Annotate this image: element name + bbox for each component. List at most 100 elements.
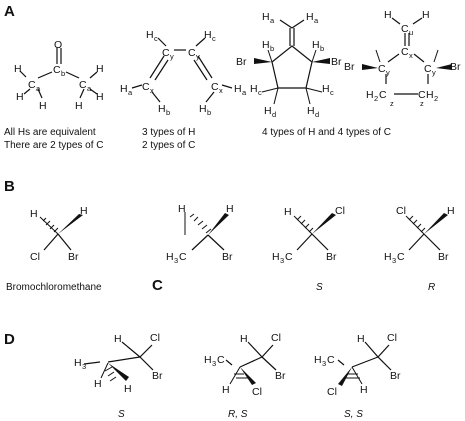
d-molecule-1: H Cl Br H 3 H H xyxy=(74,332,163,395)
d1-methyl-h: H xyxy=(74,357,82,369)
acetone-structure: O C b C a C a H H H H H H xyxy=(14,39,104,112)
butadiene-sub-x-left: x xyxy=(150,86,154,95)
acetone-h4: H xyxy=(96,63,104,75)
butadiene-sub-y-left: y xyxy=(170,52,174,61)
butadiene-sub-c-left: c xyxy=(154,34,158,43)
d2-h-top: H xyxy=(240,333,248,345)
d2-cl-bottom: Cl xyxy=(252,386,262,398)
butadiene-h-a-right: H xyxy=(234,83,242,95)
c1-h-left: H xyxy=(178,203,186,215)
cyclopentane-br-left: Br xyxy=(236,56,247,68)
c2-methyl-h: H xyxy=(272,251,280,263)
d2-methyl-h: H xyxy=(204,354,212,366)
panel-label-b: B xyxy=(4,178,15,195)
cyclopentane-h-structure: H a H a H b H b Br Br H c H c H d H d xyxy=(236,11,342,119)
acetone-methyl-carbon-left: C xyxy=(28,79,36,91)
c3-config-label: R xyxy=(428,282,435,293)
d3-methyl-h: H xyxy=(314,354,322,366)
cyclopentane-h-a-left: H xyxy=(262,11,270,23)
butadiene-h-c-left: H xyxy=(146,29,154,41)
butadiene-caption-2: 2 types of C xyxy=(142,140,195,151)
d-molecule-2: H Cl Br H 3 C H Cl xyxy=(204,332,286,398)
c3-br: Br xyxy=(438,251,449,263)
d2-br: Br xyxy=(275,370,286,382)
d3-config-label: S, S xyxy=(344,409,363,420)
panel-label-c: C xyxy=(152,277,163,294)
cyclo-br-right: Br xyxy=(450,61,461,73)
c3-cl: Cl xyxy=(396,205,406,217)
d3-h-bottom: H xyxy=(360,384,368,396)
butadiene-carbon-x-left: C xyxy=(142,81,150,93)
bromochloromethane-structure: H H Cl Br xyxy=(30,205,88,263)
cyclo-carbon-z-left: C xyxy=(379,89,387,101)
cyclopentane-sub-a-left: a xyxy=(270,16,275,25)
cyclopentane-h-b-left: H xyxy=(262,39,270,51)
cyclo-carbon-z-right: C xyxy=(418,89,426,101)
c1-methyl-h: H xyxy=(166,251,174,263)
acetone-h2: H xyxy=(16,91,24,103)
cyclo-ch2-2-left: 2 xyxy=(374,94,378,103)
acetone-sub-a-left: a xyxy=(36,84,41,93)
c2-config-label: S xyxy=(316,282,323,293)
c1-methyl-c: C xyxy=(179,251,187,263)
d1-h-bottom-left: H xyxy=(94,378,102,390)
cyclo-ch2-h-right: H xyxy=(426,89,434,101)
d2-methyl-3: 3 xyxy=(212,359,216,368)
acetone-sub-b: b xyxy=(61,69,65,78)
cyclo-sub-z-left: z xyxy=(390,99,394,108)
bcm-name: Bromochloromethane xyxy=(6,282,102,293)
cyclopentane-h-c-right: H xyxy=(322,83,330,95)
butadiene-sub-b-right: b xyxy=(207,108,211,117)
c2-cl: Cl xyxy=(335,205,345,217)
butadiene-h-c-right: H xyxy=(204,29,212,41)
acetone-h6: H xyxy=(75,100,83,112)
butadiene-h-a-left: H xyxy=(120,83,128,95)
cyclo-sub-u: u xyxy=(409,28,413,37)
cyclo-sub-y-right: y xyxy=(432,68,436,77)
cyclo-ch2-h-left: H xyxy=(366,89,374,101)
cyclo-carbon-y-left: C xyxy=(378,63,386,75)
cyclo-methylene-h-left: H xyxy=(384,9,392,21)
butadiene-sub-x-right: x xyxy=(219,86,223,95)
c2-methyl-c: C xyxy=(285,251,293,263)
cyclopentane-h-b-right: H xyxy=(312,39,320,51)
cyclo-carbon-u: C xyxy=(401,23,409,35)
bcm-h-left: H xyxy=(30,208,38,220)
butadiene-carbon-y-right: C xyxy=(188,47,196,59)
cyclo-methylene-h-right: H xyxy=(422,9,430,21)
butadiene-h-b-left: H xyxy=(158,103,166,115)
bcm-cl: Cl xyxy=(30,251,40,263)
acetone-caption-1: All Hs are equivalent xyxy=(4,127,96,138)
d1-cl: Cl xyxy=(150,332,160,344)
c3-methyl-c: C xyxy=(397,251,405,263)
acetone-sub-a-right: a xyxy=(87,84,92,93)
butadiene-sub-y-right: y xyxy=(196,52,200,61)
acetone-methyl-carbon-right: C xyxy=(79,79,87,91)
c-molecule-2: H Cl H 3 C Br xyxy=(272,205,345,265)
d3-h-top: H xyxy=(357,333,365,345)
c-molecule-1: H H H 3 C Br xyxy=(166,203,234,265)
c2-methyl-3: 3 xyxy=(280,256,284,265)
butadiene-sub-a-left: a xyxy=(128,88,133,97)
acetone-caption-2: There are 2 types of C xyxy=(4,140,104,151)
bcm-h-right: H xyxy=(80,205,88,217)
d2-config-label: R, S xyxy=(228,409,248,420)
d2-h-bottom: H xyxy=(222,384,230,396)
cyclopentane-sub-c-right: c xyxy=(330,88,334,97)
acetone-h5: H xyxy=(96,91,104,103)
c1-methyl-3: 3 xyxy=(174,256,178,265)
d1-h-top: H xyxy=(114,333,122,345)
acetone-h1: H xyxy=(14,63,22,75)
butadiene-structure: C y C y C x C x H c H c H a H a H b H b xyxy=(120,29,247,117)
cyclopentane-sub-b-left: b xyxy=(270,44,274,53)
d3-cl-bottom: Cl xyxy=(327,386,337,398)
panel-label-a: A xyxy=(4,3,15,20)
cyclopentane-h-c-left: H xyxy=(250,83,258,95)
cyclopentane-sub-a-right: a xyxy=(314,16,319,25)
cyclo-sub-x: x xyxy=(409,51,413,60)
d2-cl-top: Cl xyxy=(271,332,281,344)
butadiene-sub-a-right: a xyxy=(242,88,247,97)
cyclopentane-h-a-right: H xyxy=(306,11,314,23)
d1-br: Br xyxy=(152,370,163,382)
c2-br: Br xyxy=(326,251,337,263)
